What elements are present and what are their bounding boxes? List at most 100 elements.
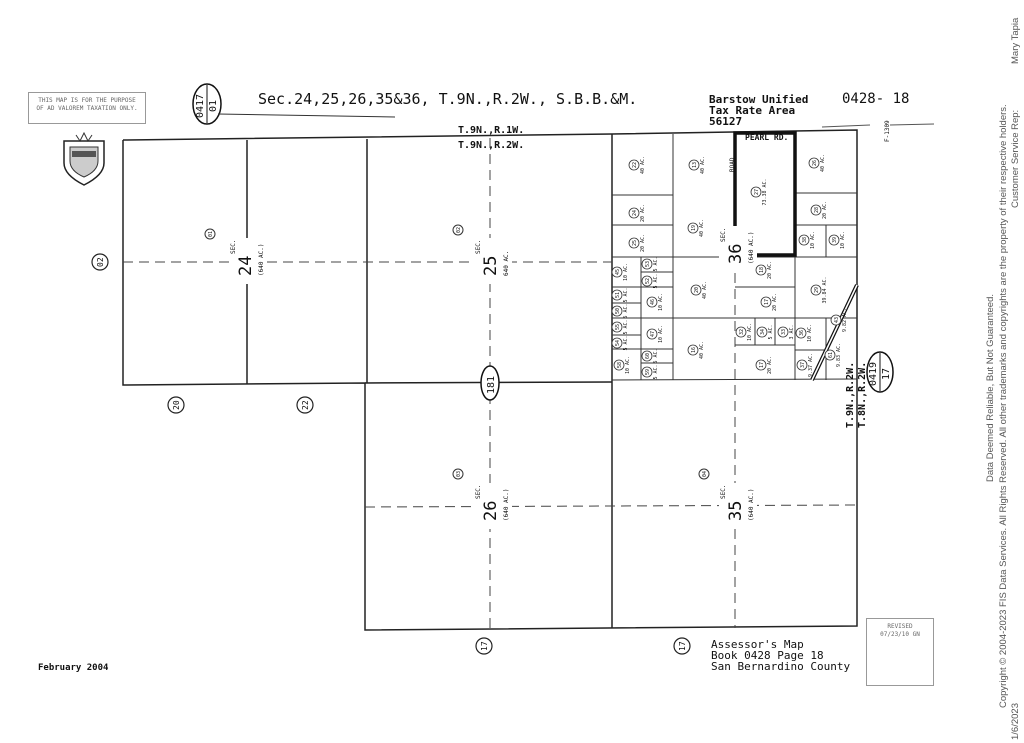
section-number: 35 <box>726 501 746 521</box>
parcel-acreage: 5 AC. <box>653 348 659 363</box>
parcel-number: 37 <box>800 362 806 368</box>
road-ref: F-1309 <box>884 120 891 142</box>
parcel-number: 17 <box>764 299 770 305</box>
parcel-number: 39 <box>832 237 838 243</box>
parcel-acreage: 39.84 AC. <box>822 276 828 303</box>
section-number: 25 <box>481 256 501 276</box>
parcel-number: 50 <box>615 308 621 314</box>
parcel-number: 18 <box>759 267 765 273</box>
adjacent-map-ref[interactable]: 22 <box>296 396 314 414</box>
date-side-text: 1/6/2023 <box>1010 703 1021 740</box>
parcel-acreage: 5 AC. <box>623 303 629 318</box>
parcel-number: 25 <box>632 240 638 246</box>
section-number: 24 <box>236 256 256 276</box>
parcel-acreage: 10 AC. <box>810 231 816 249</box>
section-parcel-number: 02 <box>456 227 462 233</box>
parcel-acreage: 5 AC. <box>653 273 659 288</box>
adjacent-ref-number: 02 <box>96 257 105 267</box>
parcel-number: 43 <box>834 317 840 323</box>
parcel-acreage: 73.38 AC. <box>762 178 768 205</box>
section-label: SEC. <box>720 228 727 242</box>
assessor-line: San Bernardino County <box>711 660 850 673</box>
revised-label: REVISED <box>887 623 913 630</box>
parcel-number: 59 <box>645 369 651 375</box>
county-seal-icon <box>63 131 105 186</box>
parcel-acreage: 20 AC. <box>767 356 773 374</box>
adjacent-ref-number: 20 <box>172 400 181 410</box>
section-number: 26 <box>481 501 501 521</box>
section-parcel-number: 03 <box>456 471 462 477</box>
parcel-acreage: 20 AC. <box>767 261 773 279</box>
disclaimer-line: THIS MAP IS FOR THE PURPOSE <box>38 97 136 104</box>
parcel-acreage: 20 AC. <box>822 201 828 219</box>
parcel-number: 45 <box>615 269 621 275</box>
rep-name-side-text: Mary Tapia <box>1010 17 1021 64</box>
parcel-acreage: 5 AC. <box>623 287 629 302</box>
township-bottom: T.9N.,R.2W. <box>458 140 524 151</box>
adjacent-map-ref[interactable]: 02 <box>91 253 109 271</box>
disclaimer-line: OF AD VALOREM TAXATION ONLY. <box>36 105 138 112</box>
highway-number: 181 <box>486 376 497 394</box>
adjacent-map-ref[interactable]: 17 <box>673 637 691 655</box>
book-ref-left: 0417 01 <box>192 83 222 125</box>
parcel-number: 27 <box>754 189 760 195</box>
parcel-acreage: 10 AC. <box>625 356 631 374</box>
adjacent-map-ref[interactable]: 20 <box>167 396 185 414</box>
revised-date: 07/23/10 GN <box>880 631 920 638</box>
assessor-line: Book 0428 Page 18 <box>711 649 824 662</box>
parcel-acreage: 40 AC. <box>699 219 705 237</box>
adjacent-ref-number: 17 <box>480 641 489 651</box>
parcel-number: 52 <box>645 278 651 284</box>
highway-181-shield: 181 <box>480 365 500 401</box>
adjacent-map-ref[interactable]: 17 <box>475 637 493 655</box>
revised-box: REVISED 07/23/10 GN <box>866 618 934 686</box>
section-label: SEC. <box>230 240 237 254</box>
book-ref-right-top: 0419 <box>868 362 879 386</box>
adjacent-ref-number: 22 <box>301 400 310 410</box>
township-top: T.9N.,R.1W. <box>458 125 524 136</box>
section-36: SEC.36(640 AC.) <box>719 226 757 272</box>
parcel-acreage: 20 AC. <box>640 234 646 252</box>
parcel-number: 17 <box>759 362 765 368</box>
highlighted-parcel-27[interactable] <box>733 131 797 257</box>
map-title: Sec.24,25,26,35&36, T.9N.,R.2W., S.B.B.&… <box>258 90 637 108</box>
parcel-number: 54 <box>615 340 621 346</box>
parcel-number: 46 <box>650 299 656 305</box>
parcel-number: 19 <box>691 225 697 231</box>
